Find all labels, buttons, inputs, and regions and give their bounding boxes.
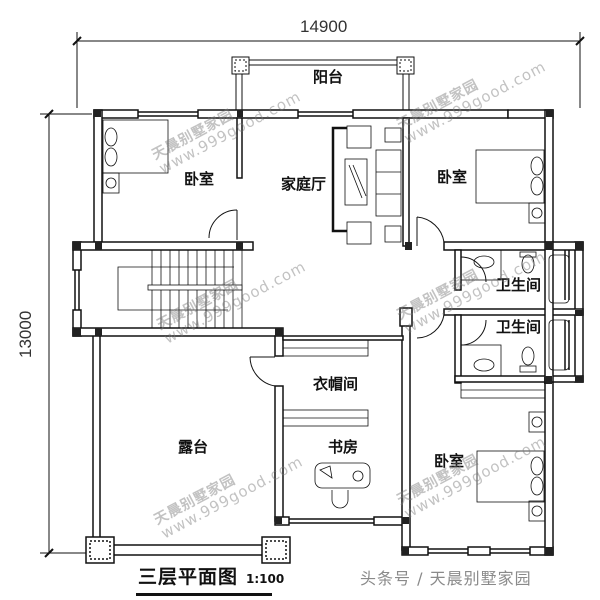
doors [208,209,487,387]
balcony-outline [231,56,415,112]
room-label-bathroom-1: 卫生间 [496,276,542,294]
wardrobes [282,339,546,427]
room-label-bathroom-2: 卫生间 [496,318,542,336]
overall-width-dimension: 14900 [300,17,348,36]
room-label-bedroom-ne: 卧室 [437,168,468,186]
room-label-study: 书房 [328,438,359,456]
room-label-family-hall: 家庭厅 [281,175,327,193]
staircase [117,250,243,328]
overall-depth-dimension: 13000 [16,310,35,358]
bathroom-fixtures [460,249,570,377]
drawing-title: 三层平面图 1:100 [138,568,284,587]
dimension-line-depth [40,109,92,558]
drawing-title-text: 三层平面图 [138,566,239,588]
room-label-bedroom-nw: 卧室 [184,170,215,188]
bed-ne [475,149,546,224]
room-label-bedroom-se: 卧室 [434,452,465,470]
dimension-line-width [72,32,585,108]
room-label-balcony: 阳台 [313,68,344,86]
study-desk [314,462,371,509]
drawing-scale: 1:100 [246,572,285,586]
sofa-set [331,125,402,245]
room-label-cloakroom: 衣帽间 [313,375,359,393]
title-underline [136,593,272,596]
bed-se [476,411,546,522]
bed-nw [102,119,169,194]
structural-columns [73,110,583,555]
footer-credit: 头条号 / 天晨别墅家园 [360,569,532,588]
room-label-terrace: 露台 [178,438,209,456]
